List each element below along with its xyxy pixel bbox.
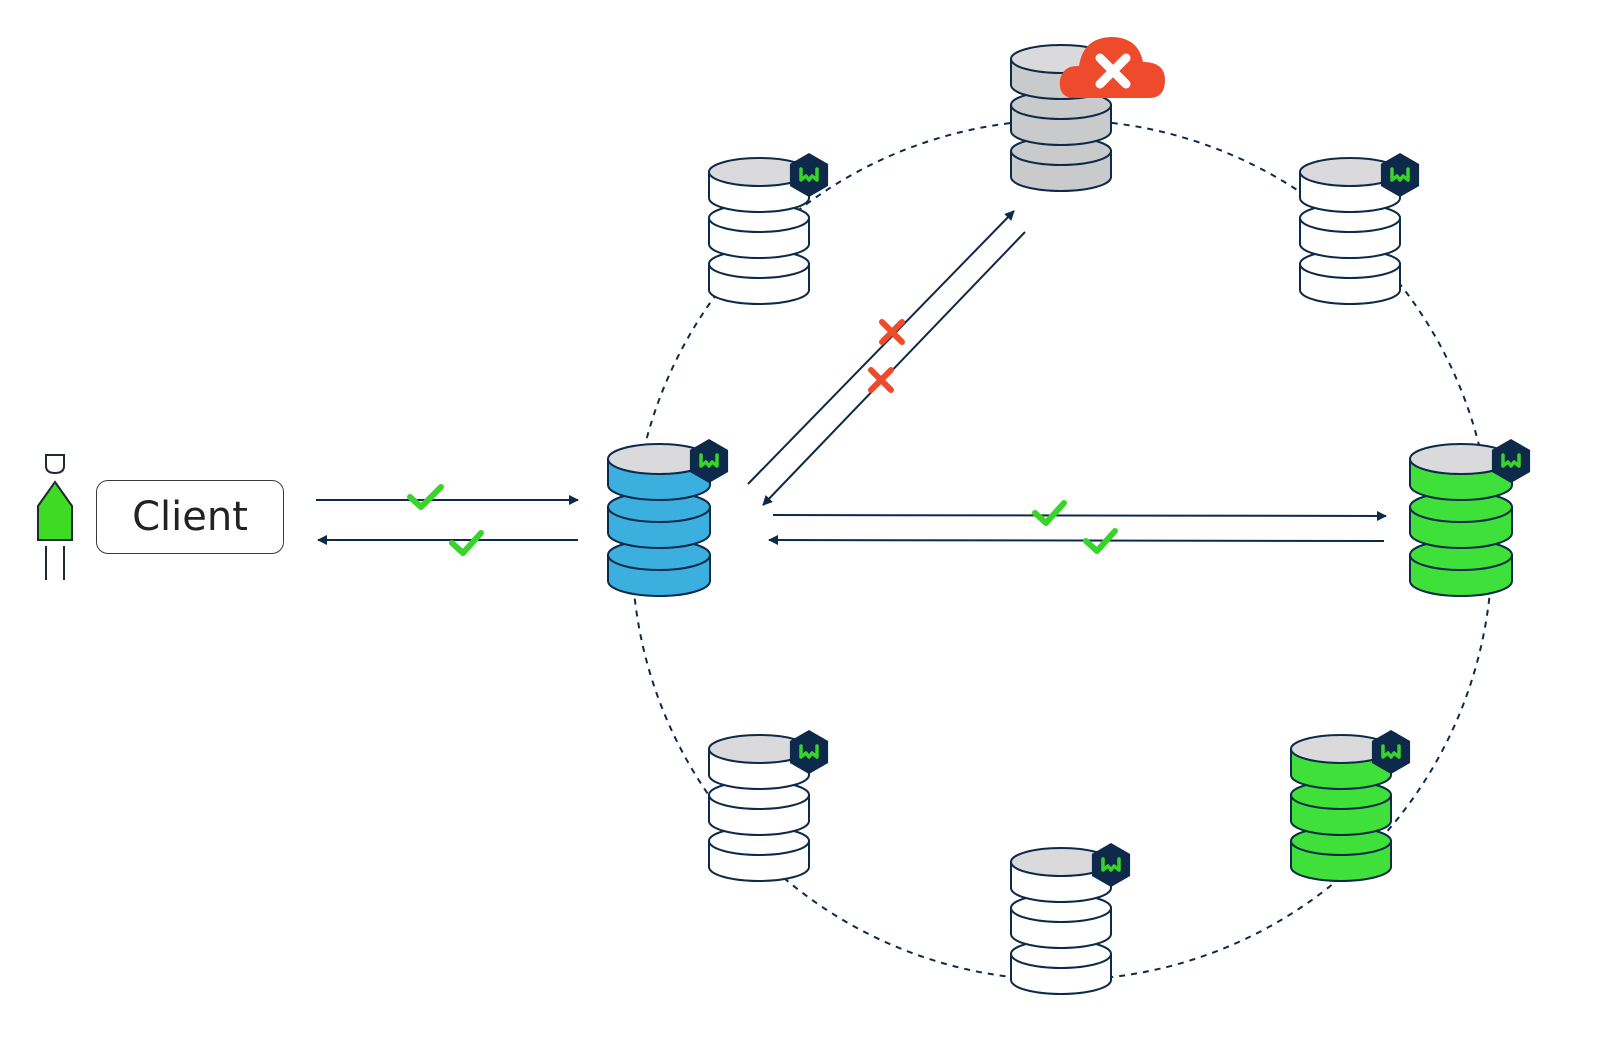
nodes-layer bbox=[607, 37, 1531, 995]
client-label: Client bbox=[132, 494, 248, 540]
node-top-left bbox=[708, 153, 829, 305]
cloud-error-icon bbox=[1059, 37, 1165, 98]
hex-logo-icon bbox=[1491, 439, 1531, 483]
cross-icon bbox=[868, 367, 894, 393]
write-to-replica-arrow bbox=[772, 510, 1387, 521]
check-icon bbox=[407, 484, 444, 510]
status-marks bbox=[407, 319, 1118, 556]
check-icon bbox=[449, 530, 484, 556]
hex-logo-icon bbox=[1371, 730, 1411, 774]
node-right bbox=[1409, 439, 1531, 597]
hex-logo-icon bbox=[1091, 843, 1131, 887]
client-box: Client bbox=[96, 480, 284, 554]
node-bottom bbox=[1010, 843, 1131, 995]
user-icon bbox=[37, 454, 73, 580]
check-icon bbox=[1032, 500, 1067, 526]
node-top bbox=[1010, 37, 1165, 192]
flow-arrows bbox=[316, 210, 1387, 546]
hex-logo-icon bbox=[1380, 153, 1420, 197]
node-bottom-right bbox=[1290, 730, 1411, 882]
write-to-down-node-arrow bbox=[747, 210, 1015, 485]
node-bottom-left bbox=[708, 730, 829, 882]
reply-from-replica-arrow bbox=[768, 535, 1385, 546]
node-top-right bbox=[1299, 153, 1420, 305]
check-icon bbox=[1083, 528, 1118, 554]
node-coordinator bbox=[607, 439, 729, 597]
cross-icon bbox=[879, 319, 905, 345]
hex-logo-icon bbox=[789, 730, 829, 774]
reply-from-down-node-arrow bbox=[762, 231, 1026, 506]
hex-logo-icon bbox=[789, 153, 829, 197]
hex-logo-icon bbox=[689, 439, 729, 483]
